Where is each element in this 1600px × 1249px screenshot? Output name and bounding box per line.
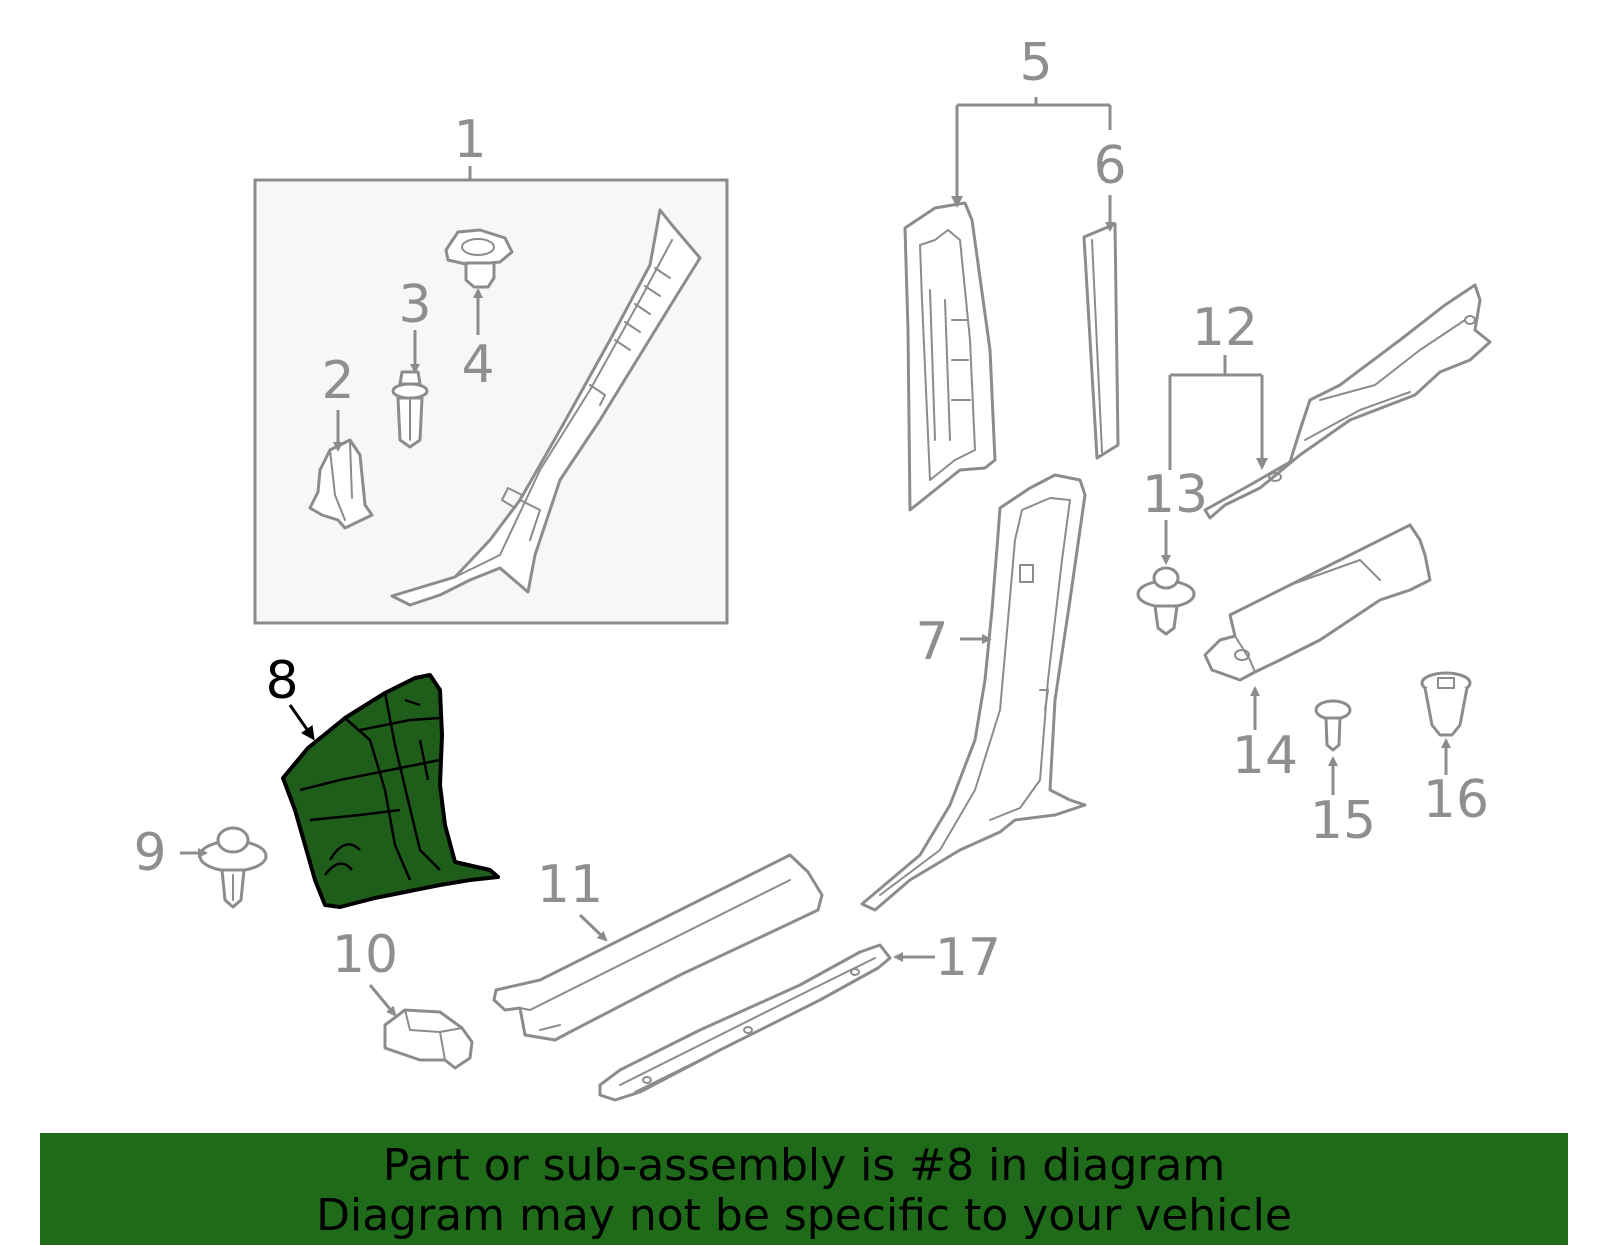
banner-line-part-number: Part or sub-assembly is #8 in diagram: [382, 1140, 1226, 1191]
callout-3: 3: [398, 275, 431, 335]
bracket-10-drawing: [383, 1008, 474, 1070]
bracket-14-drawing: [1203, 523, 1432, 682]
callout-labels: 1 2 3 4 5 6 7 8 9 10 11 12 13 14 15 16 1…: [133, 33, 1489, 988]
callout-14: 14: [1232, 726, 1298, 786]
leader-lines: [180, 97, 1451, 1017]
callout-2: 2: [321, 351, 354, 411]
callout-1: 1: [453, 110, 486, 170]
callout-13: 13: [1142, 465, 1208, 525]
callout-10: 10: [332, 925, 398, 985]
push-pin-3-drawing: [391, 370, 429, 449]
callout-11: 11: [537, 855, 603, 915]
nut-16-drawing: [1420, 671, 1472, 737]
callout-17: 17: [935, 928, 1001, 988]
callout-16: 16: [1423, 770, 1489, 830]
reinforcement-12-drawing: [1203, 283, 1492, 520]
sill-trim-11-drawing: [492, 853, 824, 1042]
scuff-plate-17-drawing: [598, 943, 892, 1102]
callout-9: 9: [133, 823, 166, 883]
callout-12: 12: [1192, 298, 1258, 358]
b-pillar-lower-trim-drawing: [860, 473, 1087, 912]
info-banner: Part or sub-assembly is #8 in diagram Di…: [40, 1133, 1568, 1245]
retainer-4-drawing: [444, 228, 514, 289]
callout-8: 8: [265, 651, 298, 711]
weatherstrip-6-drawing: [1082, 222, 1120, 460]
b-pillar-upper-trim-drawing: [903, 201, 997, 512]
a-pillar-trim-drawing: [390, 208, 702, 607]
callout-4: 4: [461, 335, 494, 395]
push-retainer-9-drawing: [198, 826, 268, 909]
banner-line-disclaimer: Diagram may not be specific to your vehi…: [316, 1190, 1292, 1241]
clip-2-drawing: [308, 438, 374, 530]
kick-panel-8-drawing: [281, 673, 500, 909]
screw-15-drawing: [1314, 699, 1352, 752]
fastener-13-drawing: [1136, 566, 1196, 636]
callout-15: 15: [1310, 791, 1376, 851]
callout-6: 6: [1093, 136, 1126, 196]
callout-7: 7: [915, 612, 948, 672]
callout-5: 5: [1019, 33, 1052, 93]
